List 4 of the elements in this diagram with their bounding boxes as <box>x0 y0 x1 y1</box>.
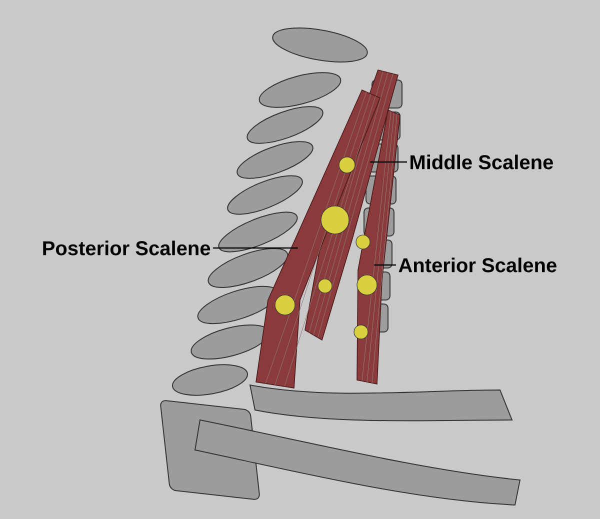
label-text: Middle Scalene <box>410 154 553 170</box>
leader-line <box>374 264 396 266</box>
label-text: Anterior Scalene <box>398 258 556 272</box>
label-text: Posterior Scalene <box>43 240 210 256</box>
